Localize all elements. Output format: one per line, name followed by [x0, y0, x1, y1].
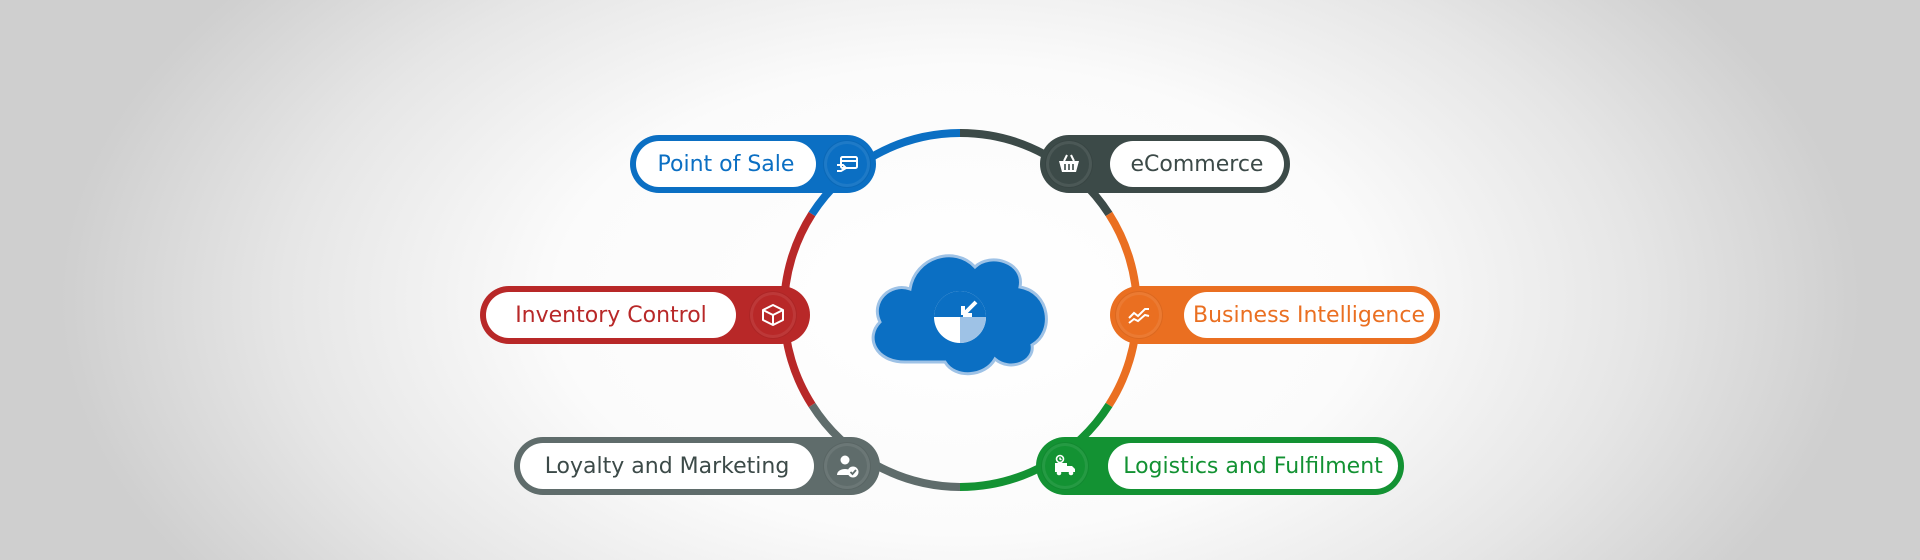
module-point-of-sale[interactable]: Point of Sale	[630, 135, 876, 193]
cloud-logo-icon	[871, 254, 1048, 376]
module-label: Point of Sale	[636, 141, 816, 187]
payment-card-icon	[824, 141, 870, 187]
trend-chart-icon	[1116, 292, 1162, 338]
module-label: eCommerce	[1110, 141, 1284, 187]
module-logistics-fulfilment[interactable]: Logistics and Fulfilment	[1036, 437, 1404, 495]
module-loyalty-marketing[interactable]: Loyalty and Marketing	[514, 437, 880, 495]
module-label: Logistics and Fulfilment	[1108, 443, 1398, 489]
module-label: Inventory Control	[486, 292, 736, 338]
package-box-icon	[750, 292, 796, 338]
module-inventory-control[interactable]: Inventory Control	[480, 286, 810, 344]
module-label: Loyalty and Marketing	[520, 443, 814, 489]
module-business-intelligence[interactable]: Business Intelligence	[1110, 286, 1440, 344]
user-check-icon	[824, 443, 870, 489]
module-label: Business Intelligence	[1184, 292, 1434, 338]
delivery-truck-icon	[1042, 443, 1088, 489]
module-ecommerce[interactable]: eCommerce	[1040, 135, 1290, 193]
shopping-basket-icon	[1046, 141, 1092, 187]
